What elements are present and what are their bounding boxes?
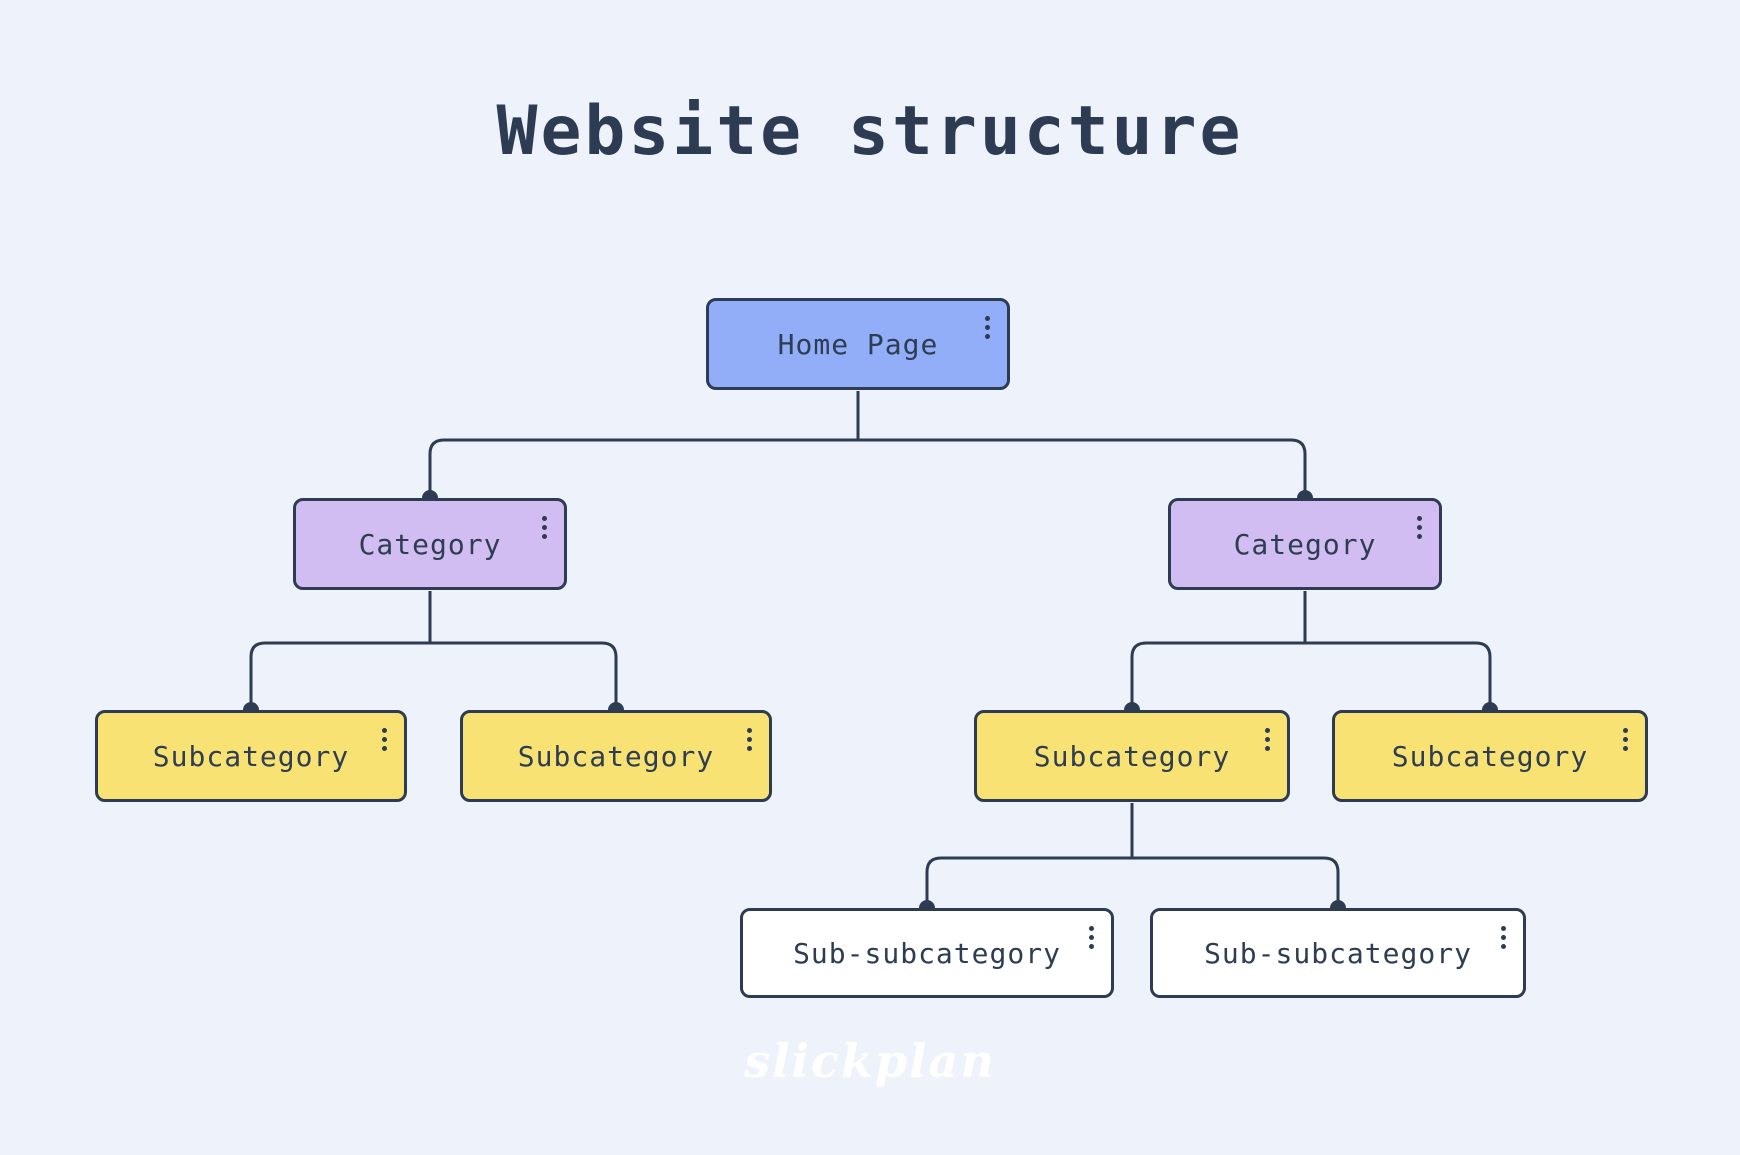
kebab-menu-icon[interactable] — [983, 314, 992, 341]
node-label: Subcategory — [1391, 739, 1589, 773]
node-subcategory-2[interactable]: Subcategory — [460, 710, 772, 802]
node-category-left[interactable]: Category — [293, 498, 567, 590]
kebab-menu-icon[interactable] — [745, 726, 754, 753]
connector-category-right-to-subcategories — [1130, 641, 1492, 710]
kebab-menu-icon[interactable] — [1415, 514, 1424, 541]
node-sub-subcategory-2[interactable]: Sub-subcategory — [1150, 908, 1526, 998]
kebab-menu-icon[interactable] — [380, 726, 389, 753]
connector-subcategory-to-sub-subcategories — [925, 856, 1340, 908]
node-home-page[interactable]: Home Page — [706, 298, 1010, 390]
node-subcategory-1[interactable]: Subcategory — [95, 710, 407, 802]
node-label: Subcategory — [152, 739, 350, 773]
kebab-menu-icon[interactable] — [1621, 726, 1630, 753]
kebab-menu-icon[interactable] — [1087, 924, 1096, 951]
node-label: Subcategory — [1033, 739, 1231, 773]
node-label: Sub-subcategory — [1204, 936, 1472, 970]
connector-home-to-categories — [428, 438, 1307, 498]
node-label: Category — [1233, 527, 1377, 561]
node-label: Home Page — [777, 327, 939, 361]
node-subcategory-4[interactable]: Subcategory — [1332, 710, 1648, 802]
node-label: Subcategory — [517, 739, 715, 773]
node-label: Sub-subcategory — [793, 936, 1061, 970]
connector-category-left-to-subcategories — [249, 641, 618, 710]
node-category-right[interactable]: Category — [1168, 498, 1442, 590]
slickplan-logo: slickplan — [744, 1034, 996, 1088]
kebab-menu-icon[interactable] — [1263, 726, 1272, 753]
kebab-menu-icon[interactable] — [1499, 924, 1508, 951]
page-title: Website structure — [496, 92, 1244, 171]
node-label: Category — [358, 527, 502, 561]
kebab-menu-icon[interactable] — [540, 514, 549, 541]
node-sub-subcategory-1[interactable]: Sub-subcategory — [740, 908, 1114, 998]
node-subcategory-3[interactable]: Subcategory — [974, 710, 1290, 802]
